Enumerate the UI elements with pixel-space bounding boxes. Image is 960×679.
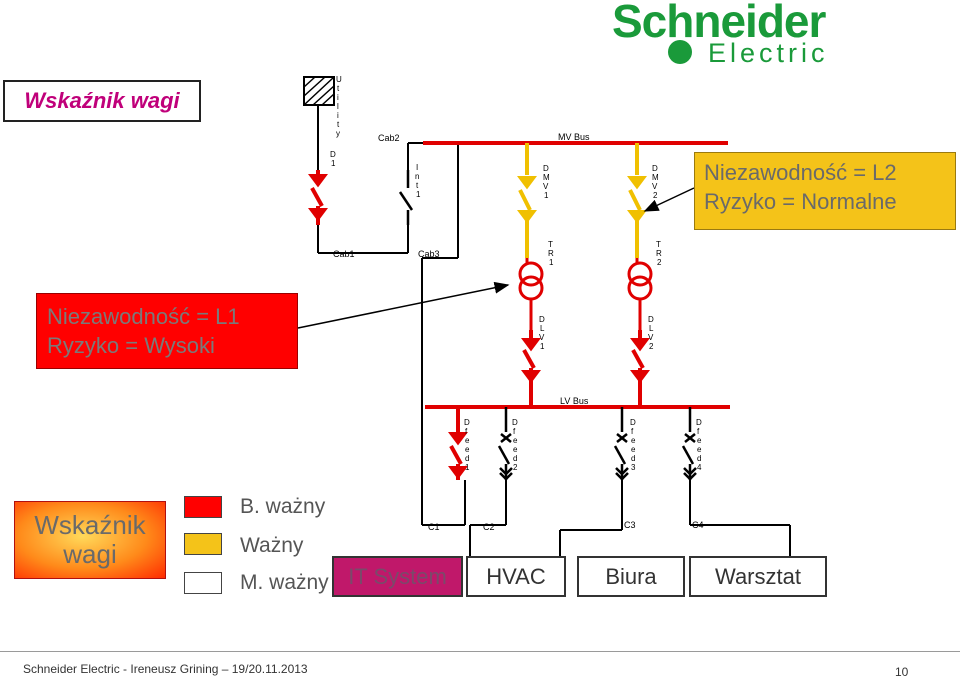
cable-label: Cab3 (418, 249, 440, 259)
legend-title-line1: Wskaźnik (34, 510, 146, 540)
switch-int1 (398, 170, 414, 225)
breaker-d1 (308, 170, 328, 225)
cable-label: C2 (483, 522, 495, 532)
lv-bus-label: LV Bus (560, 396, 589, 406)
callout-l2: Niezawodność = L2 Ryzyko = Normalne (694, 152, 956, 230)
load-warsztat: Warsztat (689, 556, 827, 597)
breaker-dfeed2 (497, 407, 513, 481)
legend-swatch-critical (184, 496, 222, 518)
callout-l1-reliability: Niezawodność = L1 (47, 304, 240, 329)
transformer-tr1 (518, 258, 544, 330)
footer-text: Schneider Electric - Ireneusz Grining – … (23, 662, 308, 676)
legend-title: Wskaźnik wagi (14, 501, 166, 579)
cable-label: C3 (624, 520, 636, 530)
breaker-dlv1 (521, 330, 541, 407)
footer-divider (0, 651, 960, 652)
breaker-dlv2 (630, 330, 650, 407)
cable-label: C1 (428, 522, 440, 532)
callout-l2-reliability: Niezawodność = L2 (704, 160, 897, 185)
breaker-dfeed4 (681, 407, 697, 481)
cable-label: Cab1 (333, 249, 355, 259)
callout-l1: Niezawodność = L1 Ryzyko = Wysoki (36, 293, 298, 369)
callout-l1-risk: Ryzyko = Wysoki (47, 333, 215, 358)
svg-text:TR1: TR1 (548, 240, 554, 267)
brand-logo-subtext: Electric (708, 38, 829, 68)
cable-label: Cab2 (378, 133, 400, 143)
legend-label-minor: M. ważny (240, 571, 329, 594)
breaker-dfeed1 (448, 407, 468, 480)
mv-bus-label: MV Bus (558, 132, 590, 142)
load-hvac: HVAC (466, 556, 566, 597)
brand-logo-icon (668, 40, 692, 64)
svg-text:D1: D1 (330, 150, 336, 168)
svg-text:TR2: TR2 (656, 240, 662, 267)
breaker-dmv1 (517, 143, 537, 258)
legend-label-critical: B. ważny (240, 495, 326, 518)
callout-arrow-l2 (643, 187, 695, 212)
transformer-tr2 (627, 258, 653, 330)
legend-swatch-minor (184, 572, 222, 594)
load-biura: Biura (577, 556, 685, 597)
load-it-system: IT System (332, 556, 463, 597)
breaker-dfeed3 (613, 407, 629, 481)
legend-swatch-important (184, 533, 222, 555)
page-number: 10 (895, 665, 909, 679)
legend-label-important: Ważny (240, 534, 304, 557)
cable-label: C4 (692, 520, 704, 530)
brand-logo-text: Schneider (612, 0, 826, 47)
callout-arrow-l1 (297, 281, 510, 329)
slide-title: Wskaźnik wagi (3, 80, 201, 122)
legend-title-line2: wagi (63, 539, 117, 569)
callout-l2-risk: Ryzyko = Normalne (704, 189, 897, 214)
breaker-dmv2 (627, 143, 647, 258)
